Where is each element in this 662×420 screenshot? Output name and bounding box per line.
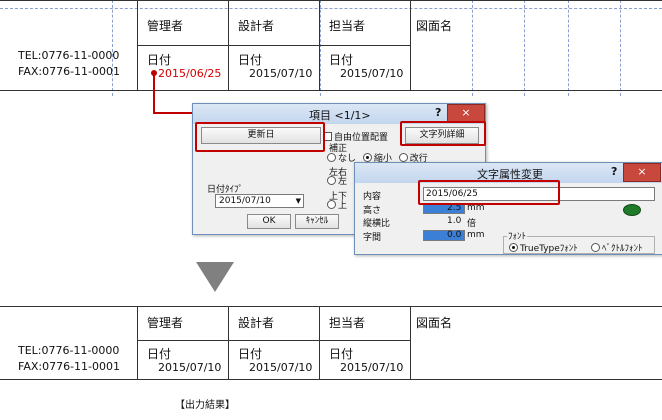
- date-type-value: 2015/07/10: [219, 196, 271, 206]
- highlight-content: [418, 180, 560, 205]
- output-caption: 【出力結果】: [175, 400, 235, 411]
- text-attribute-dialog: 文字属性変更 ? × 内容 2015/06/25 高さ 2.5 mm 縦横比 1…: [354, 162, 662, 255]
- output-date-staff: 2015/07/10: [340, 361, 404, 374]
- header-drawing-name: 図面名: [416, 19, 453, 33]
- text-detail-button[interactable]: 文字列詳細: [405, 127, 479, 144]
- chevron-down-icon: ▼: [295, 197, 301, 205]
- content-input[interactable]: 2015/06/25: [423, 187, 655, 201]
- guide-line: [568, 0, 569, 96]
- guide-line: [112, 0, 113, 96]
- down-arrow-icon: [196, 262, 234, 292]
- close-icon[interactable]: ×: [623, 163, 661, 182]
- output-date-label: 日付: [147, 347, 172, 361]
- output-fax-text: FAX:0776-11-0001: [18, 360, 121, 373]
- date-staff-value: 2015/07/10: [340, 67, 404, 80]
- output-date-label: 日付: [238, 347, 263, 361]
- eye-icon[interactable]: [623, 204, 641, 216]
- output-tel-text: TEL:0776-11-0000: [18, 344, 120, 357]
- help-icon[interactable]: ?: [435, 106, 442, 119]
- free-position-label: 自由位置配置: [334, 133, 389, 143]
- height-label: 高さ: [363, 206, 382, 216]
- output-date-designer: 2015/07/10: [249, 361, 313, 374]
- height-unit: mm: [467, 203, 485, 213]
- text-attribute-title: 文字属性変更: [477, 168, 543, 181]
- correction-label: 補正: [329, 144, 348, 154]
- item-dialog-title: 項目 <1/1>: [309, 109, 371, 122]
- correction-radio-none[interactable]: なし: [327, 153, 356, 164]
- spacing-slider[interactable]: [423, 230, 465, 241]
- header-manager: 管理者: [147, 19, 184, 33]
- height-value: 2.5: [447, 203, 462, 213]
- highlight-text-detail: [400, 121, 486, 146]
- guide-line: [320, 0, 321, 96]
- output-header-designer: 設計者: [238, 316, 275, 330]
- font-radio-truetype[interactable]: TrueTypeﾌｫﾝﾄ: [509, 241, 578, 254]
- correction-radio-shrink[interactable]: 縮小: [362, 153, 392, 164]
- date-type-select[interactable]: 2015/07/10 ▼: [215, 194, 304, 208]
- output-header-manager: 管理者: [147, 316, 184, 330]
- cancel-button[interactable]: ｷｬﾝｾﾙ: [295, 214, 339, 229]
- item-dialog-titlebar: [193, 104, 485, 124]
- spacing-label: 字間: [363, 233, 382, 243]
- date-designer-value: 2015/07/10: [249, 67, 313, 80]
- guide-line: [620, 0, 621, 96]
- spacing-unit: mm: [467, 230, 485, 240]
- ud-label: 上下: [329, 192, 348, 202]
- tel-text: TEL:0776-11-0000: [18, 49, 120, 62]
- guide-line: [0, 8, 662, 9]
- ratio-value[interactable]: 1.0: [447, 216, 462, 226]
- text-attribute-titlebar: [355, 163, 662, 183]
- guide-line: [472, 0, 473, 96]
- content-label: 内容: [363, 192, 382, 202]
- output-header-drawing-name: 図面名: [416, 316, 453, 330]
- output-date-manager: 2015/07/10: [158, 361, 222, 374]
- font-group-label: ﾌｫﾝﾄ: [507, 229, 528, 242]
- update-date-button[interactable]: 更新日: [201, 127, 321, 144]
- lr-radio-left[interactable]: 左: [327, 174, 347, 187]
- correction-radio-group: なし 縮小 改行: [327, 151, 428, 164]
- output-header-staff: 担当者: [329, 316, 366, 330]
- date-label: 日付: [329, 53, 354, 67]
- ratio-unit: 倍: [467, 219, 477, 229]
- ratio-label: 縦横比: [363, 219, 391, 229]
- ok-button[interactable]: OK: [247, 214, 291, 229]
- spacing-value: 0.0: [447, 230, 462, 240]
- date-type-label: 日付ﾀｲﾌﾟ: [207, 185, 244, 195]
- date-label: 日付: [147, 53, 172, 67]
- highlight-update-date: [195, 122, 325, 152]
- date-label: 日付: [238, 53, 263, 67]
- guide-line: [524, 0, 525, 96]
- header-staff: 担当者: [329, 19, 366, 33]
- ud-radio-top[interactable]: 上: [327, 198, 347, 211]
- font-group: [503, 236, 655, 254]
- correction-radio-wrap[interactable]: 改行: [398, 153, 428, 164]
- help-icon[interactable]: ?: [611, 165, 618, 178]
- font-radio-vector[interactable]: ﾍﾞｸﾄﾙﾌｫﾝﾄ: [591, 241, 643, 254]
- output-date-label: 日付: [329, 347, 354, 361]
- header-designer: 設計者: [238, 19, 275, 33]
- date-manager-value[interactable]: 2015/06/25: [158, 67, 222, 80]
- lr-label: 左右: [329, 168, 348, 178]
- fax-text: FAX:0776-11-0001: [18, 65, 121, 78]
